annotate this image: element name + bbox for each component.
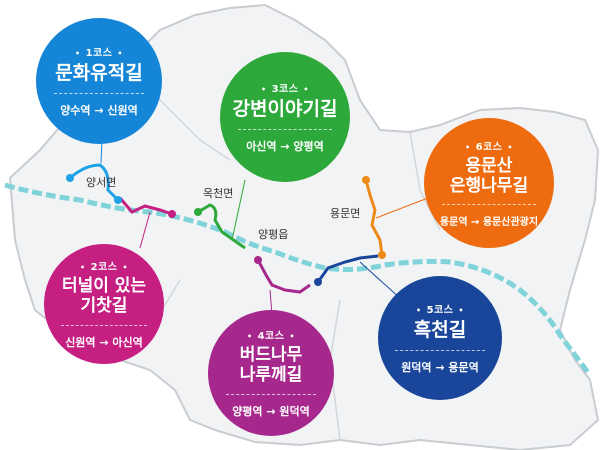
town-label-yongmun: 용문면: [330, 207, 361, 220]
course-5-badge[interactable]: 5코스 흑천길 원덕역 → 용문역: [378, 276, 502, 400]
divider: [53, 92, 145, 94]
course-1-badge[interactable]: 1코스 문화유적길 양수역 → 신원역: [36, 18, 162, 144]
district-border: [149, 89, 231, 161]
course-title: 문화유적길: [55, 62, 143, 85]
divider: [225, 393, 317, 395]
divider: [238, 128, 332, 130]
trail-course-1: [69, 163, 120, 202]
course-6-badge[interactable]: 6코스 용문산 은행나무길 용문역 → 용문산관광지: [424, 118, 554, 248]
station-marker: [114, 196, 122, 204]
divider: [60, 324, 148, 326]
course-title: 용문산 은행나무길: [449, 155, 529, 196]
river: [4, 182, 593, 377]
divider: [395, 349, 485, 351]
course-title-line: 버드나무: [239, 345, 303, 366]
course-number: 6코스: [460, 138, 518, 153]
station-marker: [314, 278, 322, 286]
station-marker: [362, 176, 370, 184]
course-2-badge[interactable]: 2코스 터널이 있는 기찻길 신원역 → 아신역: [44, 244, 164, 364]
leader-line: [139, 211, 151, 249]
course-number: 4코스: [242, 327, 300, 342]
town-label-yangpyeong: 양평읍: [258, 228, 289, 241]
course-number: 3코스: [256, 80, 314, 95]
leader-line: [231, 179, 246, 241]
course-number: 5코스: [411, 301, 469, 316]
course-title-line: 기찻길: [80, 296, 128, 316]
course-route: 신원역 → 아신역: [65, 335, 143, 349]
course-title: 터널이 있는 기찻길: [62, 277, 146, 316]
course-title-line: 터널이 있는: [61, 276, 147, 297]
trail-course-2: [118, 197, 173, 216]
course-route: 양평역 → 원덕역: [232, 404, 310, 418]
leader-line: [375, 197, 429, 219]
course-route: 양수역 → 신원역: [60, 103, 138, 117]
town-label-okcheon: 옥천면: [203, 187, 234, 200]
course-route: 아신역 → 양평역: [246, 139, 324, 153]
station-marker: [254, 256, 262, 264]
divider: [442, 204, 536, 206]
trail-course-6: [364, 179, 384, 256]
station-marker: [66, 174, 74, 182]
course-title-line: 나루께길: [239, 365, 303, 385]
course-route: 원덕역 → 용문역: [401, 360, 479, 374]
station-marker: [378, 251, 386, 259]
course-title-line: 용문산: [465, 155, 513, 176]
trail-course-4: [256, 259, 311, 294]
course-route: 용문역 → 용문산관광지: [439, 217, 539, 229]
trail-course-5: [316, 254, 379, 283]
course-title: 강변이야기길: [232, 98, 338, 121]
town-label-yangseo: 양서면: [86, 176, 117, 189]
course-title: 버드나무 나루께길: [240, 346, 303, 385]
station-marker: [194, 208, 202, 216]
trail-course-3: [197, 203, 246, 250]
course-number: 2코스: [75, 258, 133, 273]
course-3-badge[interactable]: 3코스 강변이야기길 아신역 → 양평역: [220, 52, 350, 182]
course-title-line: 은행나무길: [449, 175, 529, 196]
course-number: 1코스: [70, 44, 128, 59]
station-marker: [168, 210, 176, 218]
course-title: 흑천길: [413, 319, 467, 342]
course-4-badge[interactable]: 4코스 버드나무 나루께길 양평역 → 원덕역: [208, 310, 334, 436]
